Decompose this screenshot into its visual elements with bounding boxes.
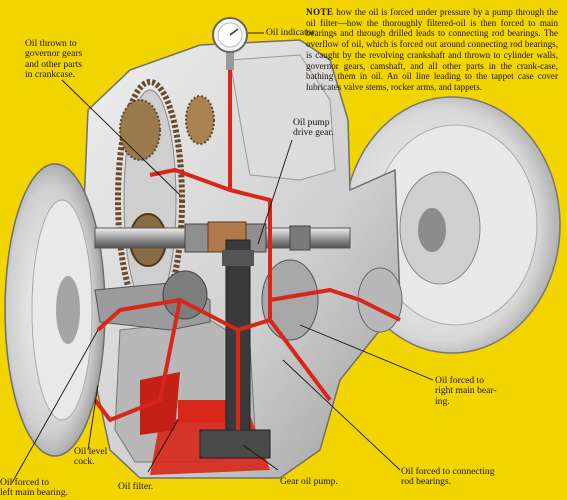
- timing-gears: [115, 79, 215, 321]
- leader-lines: [11, 32, 434, 484]
- label-oil-filter: Oil filter.: [118, 481, 154, 492]
- left-flywheel: [4, 163, 106, 457]
- label-oil-forced-to-right-main-bearing: Oil forced to right main bear- ing.: [435, 375, 497, 407]
- pump-drive-shaft: [199, 239, 271, 459]
- label-oil-pump-drive-gear: Oil pump drive gear.: [293, 117, 334, 139]
- label-oil-level-cock: Oil level cock.: [74, 446, 108, 468]
- label-oil-indicator: Oil indicator.: [266, 27, 317, 38]
- label-gear-oil-pump: Gear oil pump.: [280, 476, 338, 487]
- label-oil-forced-to-connecting-rod-bearings: Oil forced to connecting rod bearings.: [401, 466, 495, 488]
- label-oil-forced-to-left-main-bearing: Oil forced to left main bearing.: [0, 477, 68, 499]
- note-text: how the oil is forced under pressure by …: [306, 7, 558, 92]
- note-lead: NOTE: [306, 7, 334, 17]
- oil-indicator-gauge: [212, 17, 248, 70]
- note-paragraph: NOTE how the oil is forced under pressur…: [306, 7, 558, 93]
- camshaft: [94, 221, 351, 253]
- label-oil-thrown-to-governor-gears: Oil thrown to governor gears and other p…: [25, 38, 83, 81]
